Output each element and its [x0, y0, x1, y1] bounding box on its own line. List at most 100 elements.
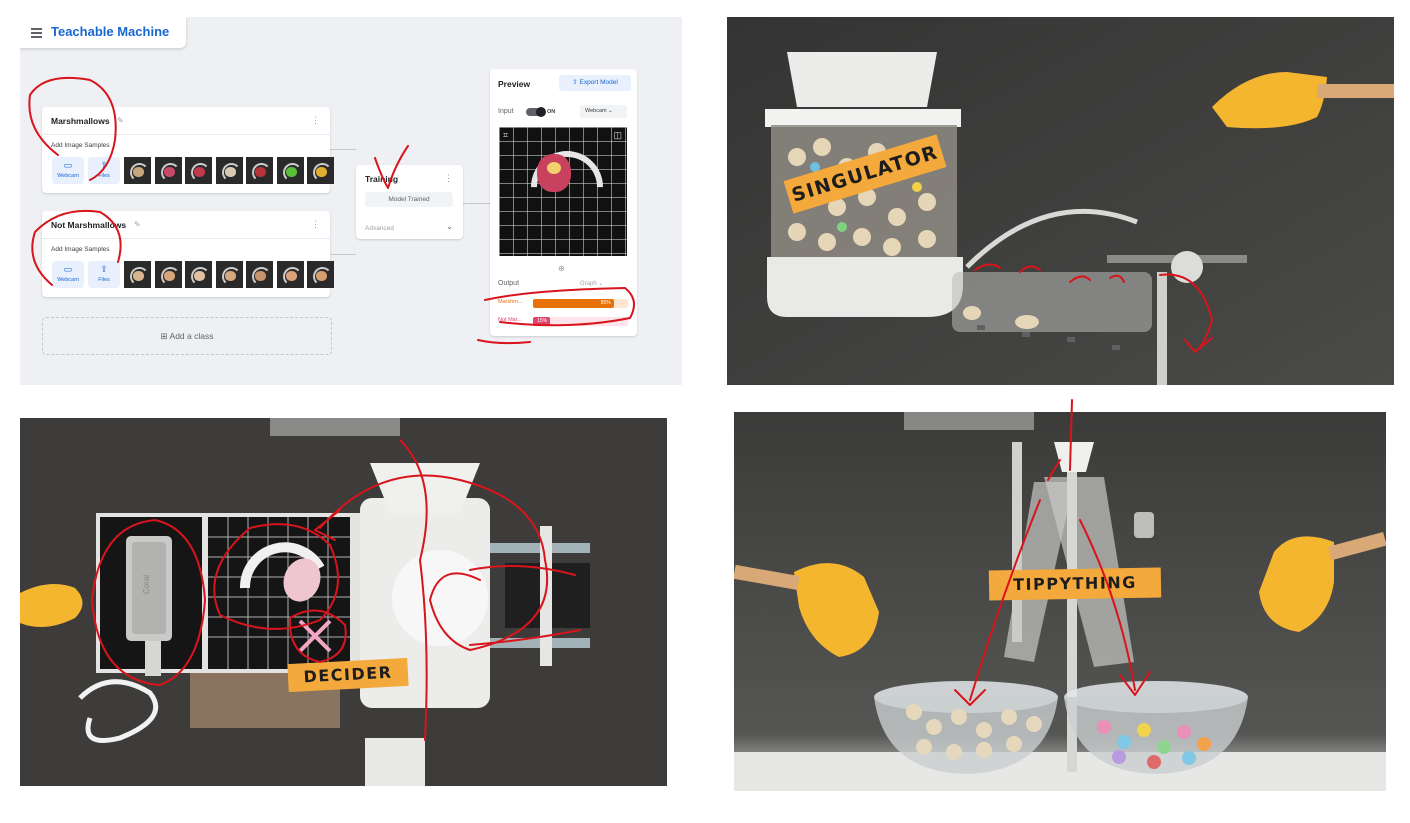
input-toggle[interactable] [526, 107, 546, 117]
video-camera-icon: ▭ [63, 160, 73, 170]
thumbnail-object [316, 271, 327, 281]
thumbnail-object [285, 167, 297, 177]
thumbnail-arc [252, 267, 271, 286]
webcam-button[interactable]: ▭ Webcam [52, 157, 84, 184]
crop-icon[interactable]: ⌗ [503, 130, 509, 140]
training-title: Training [365, 174, 399, 184]
result-bar-track: 15% [533, 317, 628, 326]
sample-thumbnail[interactable] [124, 157, 151, 184]
thumbnail-arc [221, 267, 241, 286]
thumbnail-arc [191, 267, 210, 286]
flip-icon[interactable]: ◫ [613, 130, 622, 140]
decider-scene [20, 418, 667, 786]
result-bar-fill: 15% [533, 317, 551, 326]
thumbnail-object [133, 271, 144, 281]
preview-title: Preview [498, 79, 531, 89]
webcam-preview: ⌗ ◫ [499, 127, 627, 256]
output-label: Output [498, 280, 520, 287]
sample-thumbnail[interactable] [185, 157, 212, 184]
sample-thumbnail[interactable] [246, 157, 273, 184]
files-button[interactable]: ⇪ Files [88, 261, 120, 288]
upload-icon: ⇪ [100, 264, 108, 274]
webcam-button-label: Webcam [57, 173, 79, 179]
result-bar-track: 85% [533, 299, 628, 308]
export-model-button[interactable]: ⇧ Export Model [559, 75, 631, 91]
thumbnail-arc [313, 267, 332, 286]
thumbnail-object [224, 167, 236, 177]
edit-pencil-icon[interactable]: ✎ [134, 220, 141, 229]
thumbnail-object [194, 167, 205, 177]
thumbnail-arc [282, 163, 302, 182]
divider [42, 238, 330, 239]
thumbnail-arc [313, 163, 332, 182]
upload-icon: ⇪ [100, 160, 108, 170]
class-name[interactable]: Marshmallows [51, 116, 110, 126]
advanced-toggle[interactable]: Advanced [365, 225, 394, 232]
sample-thumbnail[interactable] [307, 157, 334, 184]
coral-device-label: Coral [142, 574, 152, 595]
camera-arc-graphic [516, 136, 618, 238]
app-title: Teachable Machine [51, 24, 170, 39]
add-samples-label: Add Image Samples [51, 142, 110, 149]
add-class-button[interactable]: ⊞ Add a class [42, 317, 332, 355]
webcam-button-label: Webcam [57, 277, 79, 283]
sample-thumbnail[interactable] [124, 261, 151, 288]
tippything-photo: TIPPYTHING [734, 412, 1386, 791]
output-view-select[interactable]: Graph ⌄ [580, 281, 604, 287]
result-label: Marshm... [498, 299, 523, 305]
sample-thumbnail[interactable] [215, 157, 243, 184]
edit-pencil-icon[interactable]: ✎ [117, 116, 124, 125]
app-header: Teachable Machine [20, 17, 186, 48]
thumbnail-object [285, 271, 297, 281]
more-options-icon[interactable]: ⋮ [444, 173, 453, 183]
thumbnail-object [133, 167, 144, 177]
tippything-scene [734, 412, 1386, 791]
class-name[interactable]: Not Marshmallows [51, 220, 127, 230]
connector-line [463, 203, 490, 204]
sample-thumbnail[interactable] [185, 261, 212, 288]
output-view-value: Graph [580, 281, 597, 287]
tippything-tape-label: TIPPYTHING [988, 567, 1162, 601]
decider-photo: Coral DECIDER [20, 418, 667, 786]
sample-thumbnail[interactable] [276, 261, 304, 288]
thumbnail-object [255, 271, 266, 281]
thumbnail-arc [221, 163, 241, 182]
thumbnail-arc [191, 163, 210, 182]
sample-thumbnail[interactable] [154, 261, 182, 288]
teachable-machine-screenshot: Teachable Machine Marshmallows ✎ ⋮ Add I… [20, 17, 682, 385]
files-button[interactable]: ⇪ Files [88, 157, 120, 184]
menu-icon[interactable] [31, 28, 42, 38]
class-card-marshmallows: Marshmallows ✎ ⋮ Add Image Samples ▭ Web… [42, 107, 334, 193]
thumbnail-object [194, 271, 205, 281]
thumbnail-arc [160, 267, 180, 286]
model-trained-button[interactable]: Model Trained [365, 192, 453, 207]
singulator-photo: SINGULATOR [727, 17, 1394, 385]
export-label: Export Model [579, 79, 618, 86]
marshmallow-in-view [537, 154, 571, 192]
sample-thumbnail[interactable] [215, 261, 243, 288]
video-camera-icon: ▭ [63, 264, 73, 274]
more-options-icon[interactable]: ⋮ [311, 115, 320, 125]
sample-thumbnail[interactable] [246, 261, 273, 288]
thumbnail-object [255, 167, 266, 177]
result-label: Not Mar... [498, 317, 522, 323]
more-options-icon[interactable]: ⋮ [311, 219, 320, 229]
thumbnail-object [224, 271, 236, 281]
divider [42, 134, 330, 135]
input-source-select[interactable]: Webcam ⌄ [580, 105, 627, 118]
sample-thumbnail[interactable] [307, 261, 334, 288]
thumbnail-object [163, 271, 175, 281]
thumbnail-arc [282, 267, 302, 286]
preview-card: Preview ⇧ Export Model Input ON Webcam ⌄… [490, 69, 637, 336]
training-card: Training ⋮ Model Trained Advanced ⌄ [356, 165, 463, 239]
thumbnail-arc [130, 267, 149, 286]
connector-line [330, 254, 356, 255]
add-samples-label: Add Image Samples [51, 246, 110, 253]
add-class-label: Add a class [169, 331, 214, 341]
thumbnail-arc [252, 163, 271, 182]
files-button-label: Files [98, 277, 110, 283]
chevron-down-icon[interactable]: ⌄ [446, 222, 453, 231]
webcam-button[interactable]: ▭ Webcam [52, 261, 84, 288]
sample-thumbnail[interactable] [154, 157, 182, 184]
sample-thumbnail[interactable] [276, 157, 304, 184]
